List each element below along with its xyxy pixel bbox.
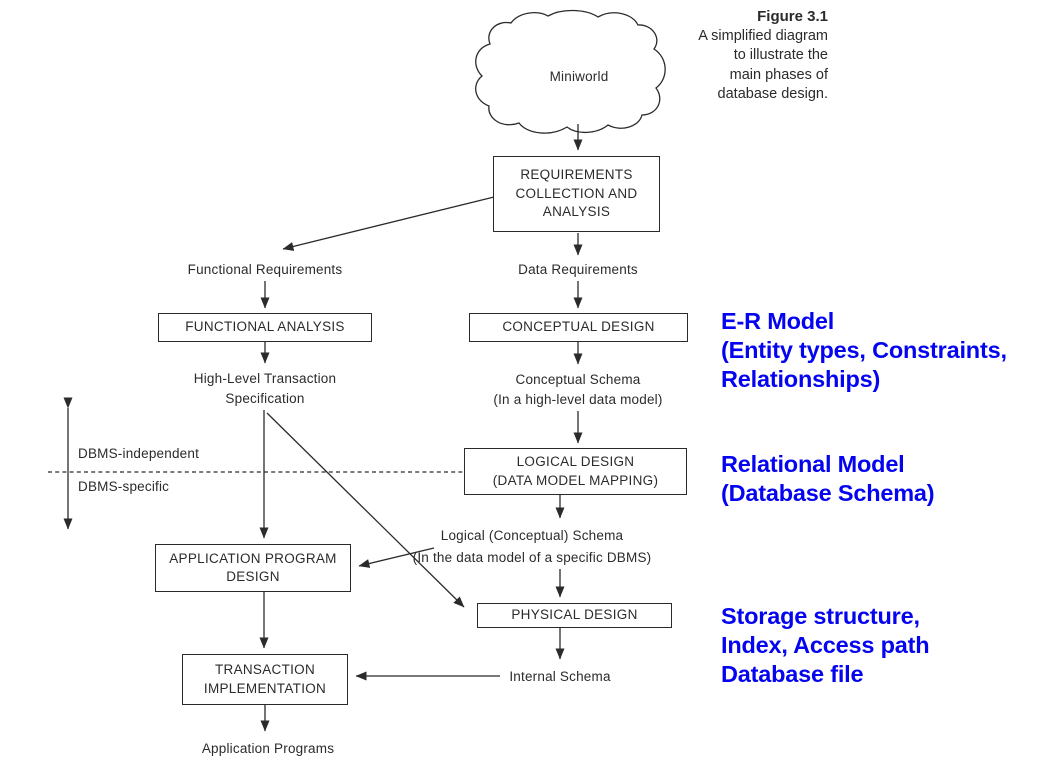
data-requirements-label: Data Requirements [518, 262, 638, 277]
functional-requirements-label: Functional Requirements [187, 262, 343, 277]
miniworld-cloud-shape [475, 9, 666, 134]
requirements-collection-box: REQUIREMENTS COLLECTION AND ANALYSIS [493, 156, 660, 232]
figure-caption-title: Figure 3.1 [757, 8, 828, 25]
logical-design-box: LOGICAL DESIGN (DATA MODEL MAPPING) [464, 448, 687, 495]
logical-schema-label: Logical (Conceptual) Schema (In the data… [412, 528, 652, 565]
arrow-requirements-to-functional-requirements [282, 196, 495, 251]
relational-model-annotation: Relational Model (Database Schema) [721, 451, 935, 506]
arrow-logical-schema-to-application-program-design [358, 547, 435, 568]
conceptual-design-box: CONCEPTUAL DESIGN [469, 313, 688, 342]
application-programs-label: Application Programs [201, 741, 335, 756]
internal-schema-label: Internal Schema [509, 669, 611, 684]
er-model-annotation: E-R Model (Entity types, Constraints, Re… [721, 308, 1007, 392]
figure-caption: Figure 3.1 A simplified diagram to illus… [628, 7, 828, 105]
conceptual-schema-label: Conceptual Schema (In a high-level data … [493, 372, 663, 407]
transaction-implementation-box: TRANSACTION IMPLEMENTATION [182, 654, 348, 705]
miniworld-label: Miniworld [549, 69, 609, 84]
dbms-independent-label: DBMS-independent [78, 446, 200, 461]
functional-analysis-box: FUNCTIONAL ANALYSIS [158, 313, 372, 342]
high-level-transaction-specification-label: High-Level Transaction Specification [193, 371, 337, 406]
storage-structure-annotation: Storage structure, Index, Access path Da… [721, 603, 930, 687]
application-program-design-box: APPLICATION PROGRAM DESIGN [155, 544, 351, 592]
dbms-specific-label: DBMS-specific [78, 479, 170, 494]
arrow-transaction-spec-to-physical-design [266, 412, 465, 608]
physical-design-box: PHYSICAL DESIGN [477, 603, 672, 628]
figure-caption-body: A simplified diagram to illustrate the m… [698, 27, 828, 103]
